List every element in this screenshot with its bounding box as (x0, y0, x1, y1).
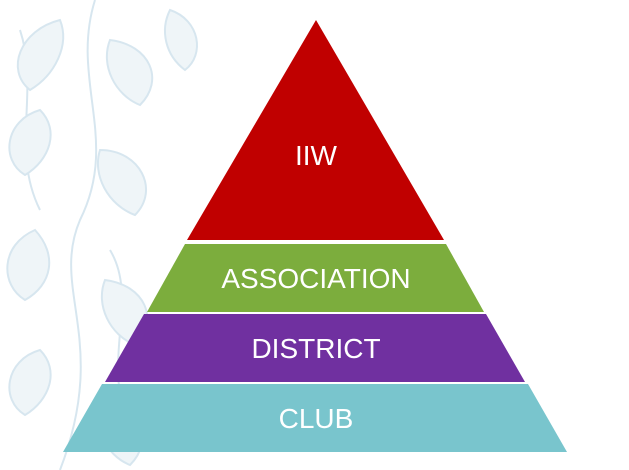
tier-district-shape (105, 314, 525, 382)
tier-association-shape (147, 244, 484, 312)
tier-district-label: DISTRICT (251, 333, 380, 364)
tier-club-label: CLUB (279, 403, 354, 434)
tier-iiw-label: IIW (295, 140, 338, 171)
tier-club-shape (63, 384, 567, 452)
tier-association-label: ASSOCIATION (221, 263, 410, 294)
tier-iiw-shape (187, 20, 444, 240)
